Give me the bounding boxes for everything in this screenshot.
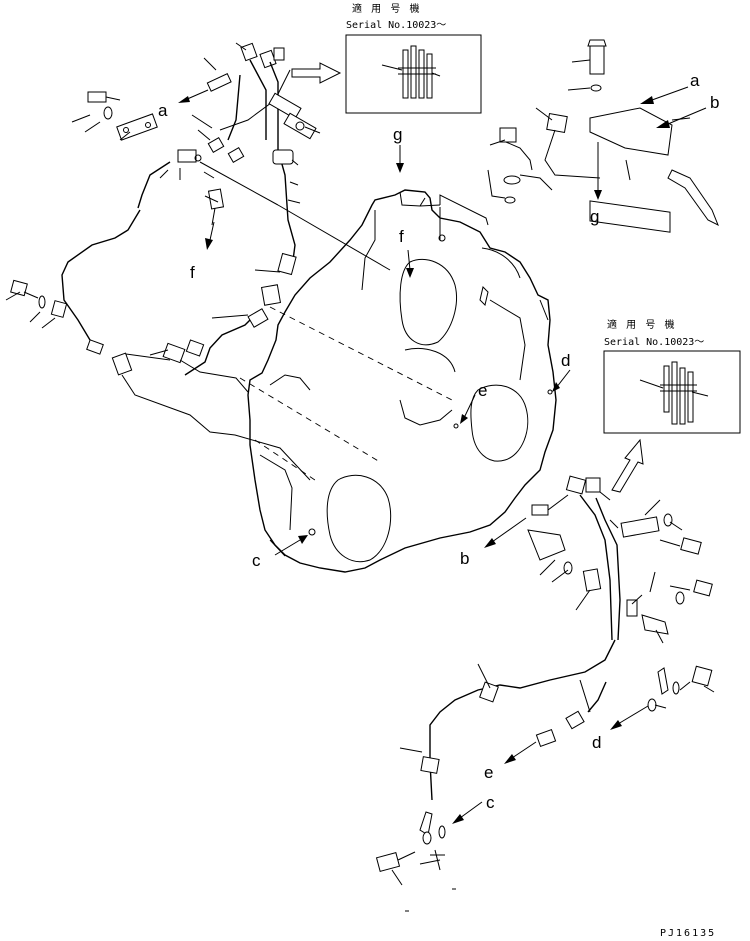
leader-lines-top-left: [5, 42, 321, 361]
drawing-code: PJ16135: [660, 928, 716, 939]
label-d-bottom: d: [592, 733, 601, 752]
hose-clamp: [420, 756, 440, 774]
label-g-right: g: [590, 207, 599, 226]
hose-fitting-sketch-right: [639, 361, 709, 425]
lower-right-fittings: [527, 475, 713, 712]
label-a-right: a: [690, 71, 700, 90]
label-f-center: f: [399, 227, 404, 246]
label-b-right: b: [710, 93, 719, 112]
pipe: [121, 374, 311, 481]
label-c-left: c: [252, 551, 261, 570]
transmission-housing: [247, 189, 557, 573]
applicability-frame-top: [345, 34, 482, 114]
hidden-line: [239, 377, 381, 463]
reference-arrows: [178, 86, 707, 824]
applicability-title-top: 適 用 号 機: [352, 2, 423, 15]
fitting: [565, 710, 585, 730]
applicability-box-right: 適 用 号 機 Serial No.10023～: [603, 318, 741, 434]
left-hose: [61, 209, 141, 353]
serial-number-top: Serial No.10023～: [346, 20, 446, 31]
hollow-arrow-right-icon: [291, 62, 342, 84]
label-c-bottom: c: [486, 793, 495, 812]
label-d-right: d: [561, 351, 570, 370]
hose-clamp: [479, 681, 499, 703]
label-e-mid: e: [478, 381, 487, 400]
upper-right-manifold: [419, 39, 719, 240]
hidden-line: [254, 439, 319, 483]
label-e-bottom: e: [484, 763, 493, 782]
applicability-title-right: 適 用 号 機: [607, 318, 678, 331]
pipe: [277, 204, 391, 271]
label-f-left: f: [190, 263, 195, 282]
hose-clamp: [50, 300, 68, 318]
applicability-box-top: 適 用 号 機 Serial No.10023～: [345, 2, 482, 114]
label-b-bottom: b: [460, 549, 469, 568]
fitting: [111, 352, 133, 376]
pipe: [587, 681, 607, 713]
applicability-frame-right: [603, 350, 741, 434]
center-connectors: [162, 252, 297, 393]
fitting: [86, 339, 104, 355]
leader-lines-top-right: [489, 59, 691, 181]
hose-fitting-sketch-top: [381, 45, 441, 99]
hollow-arrow-up-icon: [611, 438, 644, 493]
fitting: [535, 728, 557, 748]
hidden-line: [269, 306, 453, 401]
lower-hose: [429, 639, 616, 801]
banjo-fitting: [419, 811, 433, 836]
leader-lines-lower-right: [391, 491, 715, 886]
upper-piping-assembly: [87, 42, 317, 269]
serial-number-right: Serial No.10023～: [604, 337, 704, 348]
bolt: [375, 852, 401, 872]
reference-letters: a a b g g f f d e c b d e c: [158, 71, 719, 812]
label-a-top: a: [158, 101, 168, 120]
label-g-top: g: [393, 125, 402, 144]
bolt-left: [10, 279, 46, 309]
pipe: [199, 161, 279, 206]
